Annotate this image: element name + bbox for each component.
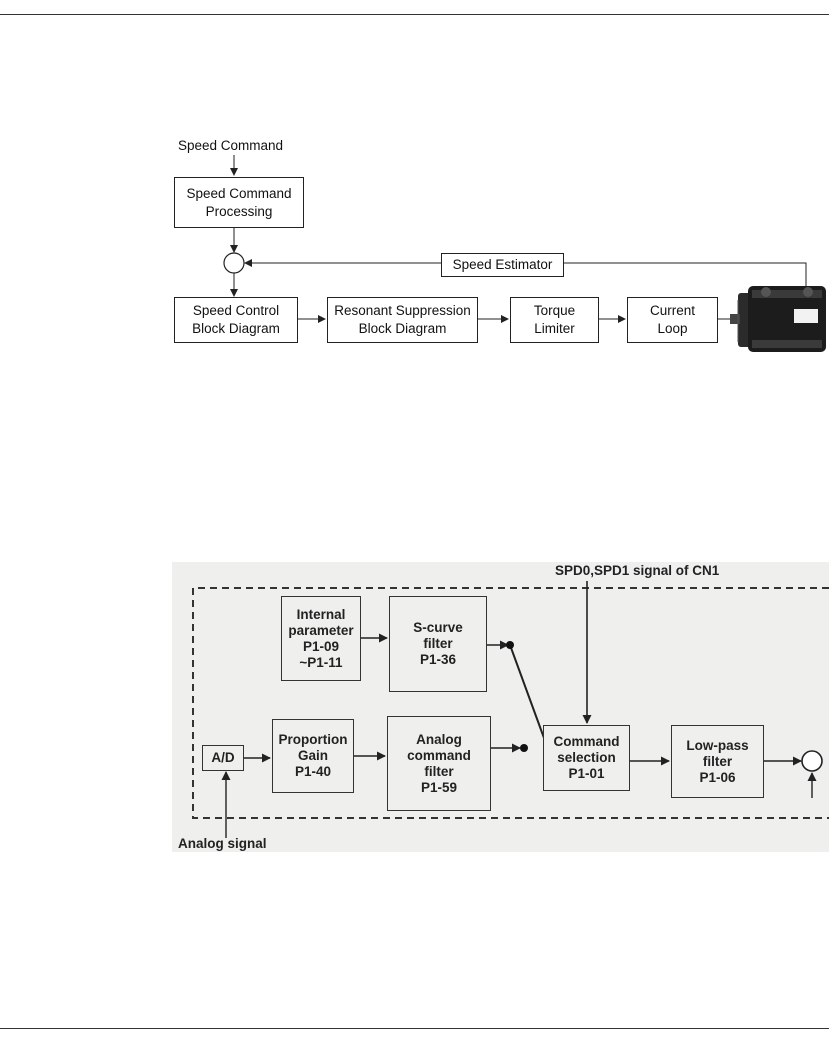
internal-parameter-block: Internal parameter P1-09 ~P1-11 [281,596,361,681]
analog-signal-label: Analog signal [178,836,267,851]
servo-motor-image [730,286,826,352]
command-selection-block: Command selection P1-01 [543,725,630,791]
switch-contact-dot [520,744,528,752]
dashed-boundary [192,587,829,819]
switch-contact-dot [506,641,514,649]
speed-command-label: Speed Command [178,138,284,153]
speed-command-processing-block: Speed Command Processing [174,177,304,228]
footer-rule [0,1028,829,1029]
header-rule [0,14,829,15]
speed-loop-diagram: Speed Command Speed Command Processing S… [0,0,829,380]
speed-control-block: Speed Control Block Diagram [174,297,298,343]
spd-signal-label: SPD0,SPD1 signal of CN1 [555,563,720,578]
resonant-suppression-block: Resonant Suppression Block Diagram [327,297,478,343]
torque-limiter-block: Torque Limiter [510,297,599,343]
analog-command-filter-block: Analog command filter P1-59 [387,716,491,811]
low-pass-filter-block: Low-pass filter P1-06 [671,725,764,798]
s-curve-filter-block: S-curve filter P1-36 [389,596,487,692]
output-summing-junction [801,750,823,772]
ad-converter-block: A/D [202,745,244,771]
current-loop-block: Current Loop [627,297,718,343]
proportion-gain-block: Proportion Gain P1-40 [272,719,354,793]
speed-loop-connectors [223,155,826,352]
summing-junction [223,252,245,274]
speed-estimator-block: Speed Estimator [441,253,564,277]
